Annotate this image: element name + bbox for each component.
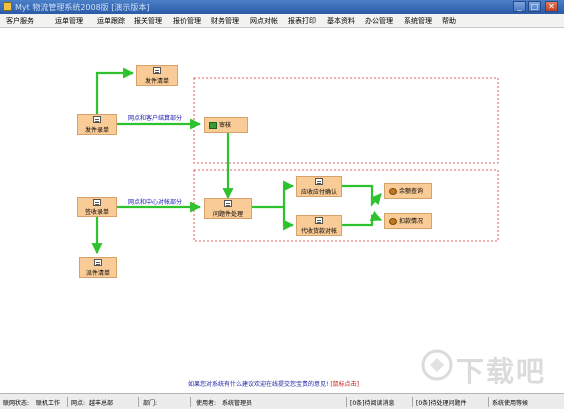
menu-basic-data[interactable]: 基本资料: [327, 17, 355, 25]
document-icon: [315, 217, 323, 224]
flow-canvas: 网点和客户结算部分 网点和中心对帐部分 发件清单 发件录单 审核 签收录单 问题…: [0, 28, 564, 389]
close-button[interactable]: ✕: [545, 1, 558, 12]
menu-bar: 客户服务 运单管理 运单跟踪 报关管理 报价管理 财务管理 网点对帐 报表打印 …: [0, 14, 564, 28]
node-deduction[interactable]: 扣款情况: [384, 213, 432, 229]
window-titlebar: Myt 物流管理系统2008版 [演示版本] _ □ ✕: [0, 0, 564, 14]
app-icon: [3, 2, 12, 11]
status-user-label: 使用者:: [196, 400, 217, 407]
feedback-text: 如果您对系统有什么建议欢迎在线提交您宝贵的意见!: [188, 381, 329, 388]
watermark-brand: 下载吧: [456, 355, 547, 388]
menu-finance-management[interactable]: 财务管理: [211, 17, 239, 25]
watermark: 下载吧: [420, 348, 560, 388]
status-divider: [412, 397, 413, 407]
node-payable-confirm[interactable]: 应收应付确认: [296, 176, 342, 197]
node-problem-handling[interactable]: 问题件处理: [204, 198, 252, 219]
node-cod-reconcile[interactable]: 代收货款对帐: [296, 215, 342, 236]
status-pending-problems[interactable]: [0条]待处理问题件: [416, 400, 467, 407]
section-label-center-reconcile: 网点和中心对帐部分: [128, 199, 183, 206]
minimize-button[interactable]: _: [513, 1, 526, 12]
node-receive-entry-label: 签收录单: [84, 209, 109, 216]
menu-customs-management[interactable]: 报关管理: [134, 17, 162, 25]
status-divider: [67, 397, 68, 407]
feedback-message: 如果您对系统有什么建议欢迎在线提交您宝贵的意见! [鼠标点击]: [188, 379, 359, 388]
window-title: Myt 物流管理系统2008版 [演示版本]: [15, 3, 150, 12]
arrow-payable-to-balance: [342, 184, 382, 207]
status-divider: [138, 397, 139, 407]
maximize-button[interactable]: □: [528, 1, 541, 12]
arrow-entry-to-list: [95, 67, 135, 114]
region-customer-settlement: [193, 77, 499, 164]
node-receive-entry[interactable]: 签收录单: [77, 197, 117, 217]
menu-waybill-tracking[interactable]: 运单跟踪: [97, 17, 125, 25]
menu-waybill-management[interactable]: 运单管理: [55, 17, 83, 25]
node-problem-handling-label: 问题件处理: [212, 211, 243, 218]
check-icon: [209, 122, 217, 129]
node-deduction-label: 扣款情况: [399, 218, 424, 225]
section-label-customer-settlement: 网点和客户结算部分: [128, 115, 183, 122]
menu-system-management[interactable]: 系统管理: [404, 17, 432, 25]
node-review-label: 审核: [219, 122, 232, 129]
arrow-problem-to-cod: [282, 207, 295, 231]
menu-quote-management[interactable]: 报价管理: [173, 17, 201, 25]
status-branch-value: 越丰总部: [89, 400, 114, 407]
money-bag-icon: [389, 218, 397, 225]
status-branch-label: 网点:: [71, 400, 86, 407]
status-divider: [190, 397, 191, 407]
node-send-entry-label: 发件录单: [84, 127, 109, 134]
node-send-entry[interactable]: 发件录单: [77, 114, 117, 135]
document-icon: [224, 200, 232, 207]
status-connection-value: 联机工作: [36, 400, 61, 407]
node-payable-confirm-label: 应收应付确认: [300, 189, 337, 196]
document-icon: [93, 199, 101, 206]
watermark-logo-icon: [421, 349, 453, 381]
menu-customer-service[interactable]: 客户服务: [6, 17, 34, 25]
document-icon: [315, 178, 323, 185]
node-cod-reconcile-label: 代收货款对帐: [300, 228, 337, 235]
status-divider: [488, 397, 489, 407]
menu-office-management[interactable]: 办公管理: [365, 17, 393, 25]
status-unread-messages[interactable]: [0条]待阅读消息: [350, 400, 395, 407]
status-system: 系统使用等候: [492, 400, 529, 407]
document-icon: [153, 67, 161, 74]
menu-report-print[interactable]: 报表打印: [288, 17, 316, 25]
node-balance-query[interactable]: 余额查询: [384, 183, 432, 199]
node-dispatch-list[interactable]: 派件清单: [79, 257, 117, 278]
status-divider: [346, 397, 347, 407]
document-icon: [93, 116, 101, 123]
feedback-link[interactable]: [鼠标点击]: [330, 381, 360, 388]
document-icon: [94, 259, 102, 266]
arrow-problem-to-payable: [252, 180, 295, 209]
node-balance-query-label: 余额查询: [399, 188, 424, 195]
menu-help[interactable]: 帮助: [442, 17, 456, 25]
status-connection-label: 联网状态:: [3, 400, 30, 407]
node-review[interactable]: 审核: [204, 117, 248, 133]
menu-branch-reconcile[interactable]: 网点对帐: [250, 17, 278, 25]
region-center-reconcile: [193, 169, 499, 242]
money-bag-icon: [389, 188, 397, 195]
status-bar: 联网状态: 联机工作 网点: 越丰总部 部门: 使用者: 系统管理员 [0条]待…: [0, 393, 564, 409]
status-user-value: 系统管理员: [222, 400, 253, 407]
node-send-list[interactable]: 发件清单: [136, 65, 178, 86]
arrow-cod-to-deduction: [342, 210, 383, 227]
flow-connectors: [91, 67, 499, 255]
node-dispatch-list-label: 派件清单: [85, 270, 110, 277]
status-dept-label: 部门:: [143, 400, 158, 407]
node-send-list-label: 发件清单: [144, 78, 169, 85]
